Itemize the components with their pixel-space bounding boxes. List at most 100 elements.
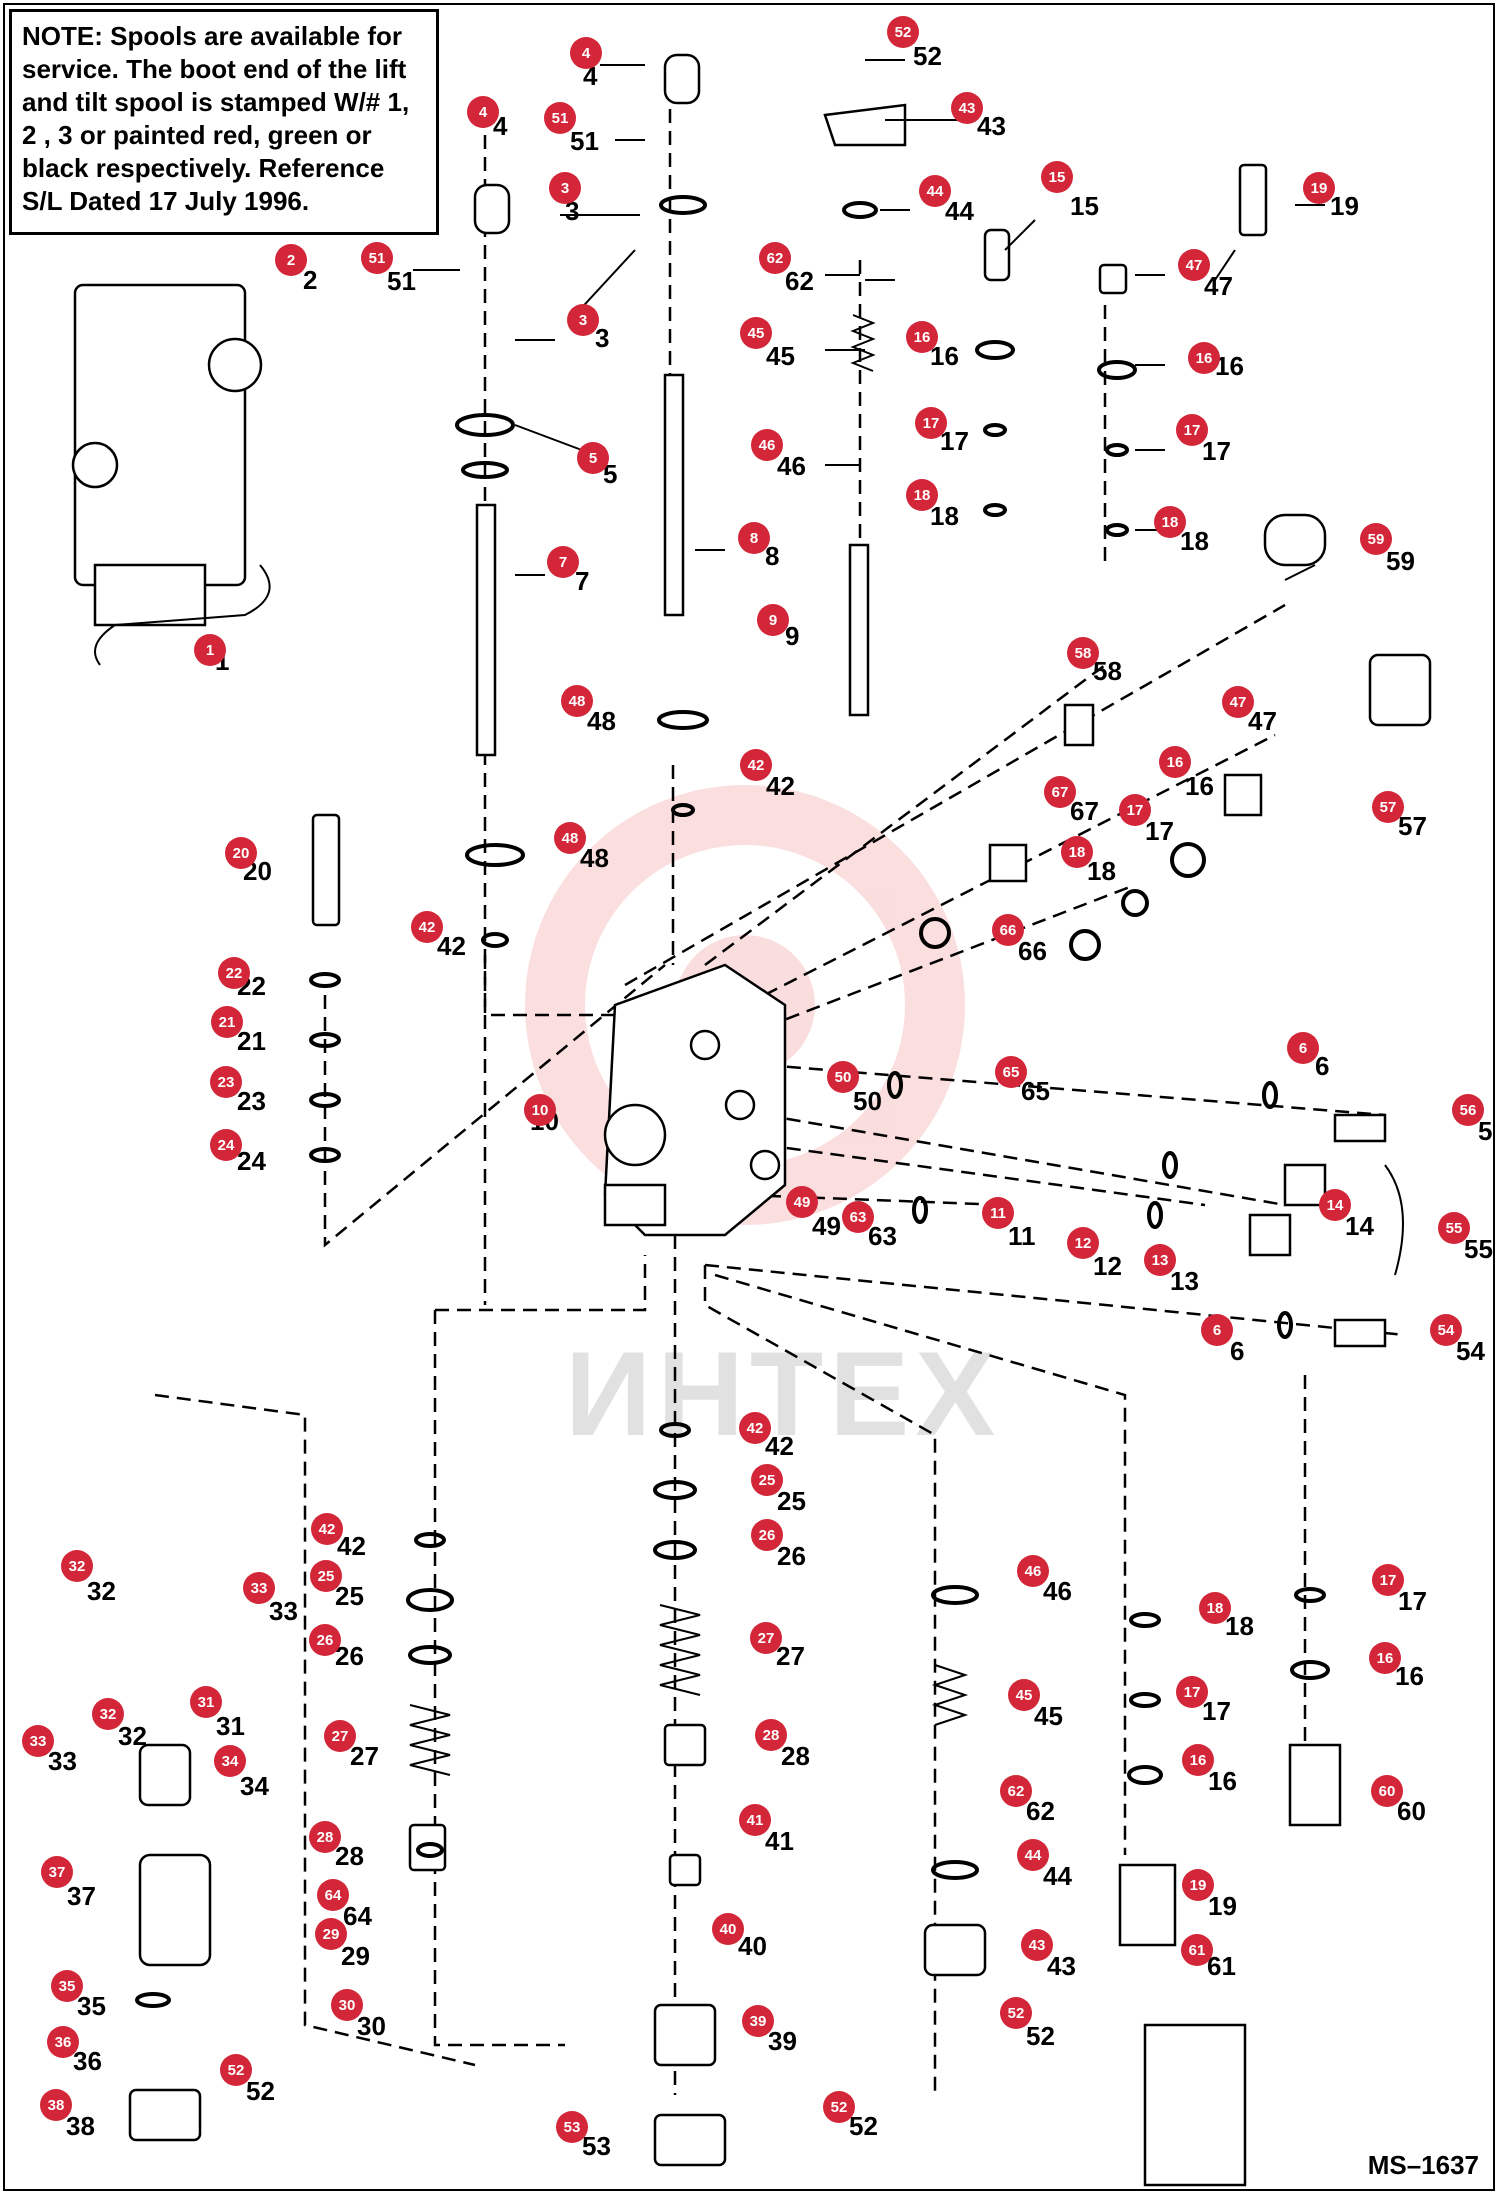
part-number-label: 48 <box>587 706 616 736</box>
callout-number: 27 <box>332 1728 349 1745</box>
watermark-text: ИНТЕХ <box>565 1327 1002 1461</box>
callout-circle <box>1371 1775 1403 1807</box>
part-number-label: 39 <box>768 2026 797 2056</box>
callout-badge: 30 <box>331 1989 363 2021</box>
callout-circle <box>751 1519 783 1551</box>
part-number-label: 32 <box>87 1576 116 1606</box>
callout-circle <box>1017 1555 1049 1587</box>
callout-number: 13 <box>1152 1252 1169 1269</box>
callout-badge: 14 <box>1319 1189 1351 1221</box>
callout-number: 7 <box>559 554 567 571</box>
callout-badge: 62 <box>1000 1775 1032 1807</box>
part-number-label: 47 <box>1248 706 1277 736</box>
callout-circle <box>190 1686 222 1718</box>
callout-number: 12 <box>1075 1235 1092 1252</box>
callout-number: 47 <box>1230 694 1247 711</box>
callout-circle <box>982 1197 1014 1229</box>
callout-number: 55 <box>1446 1220 1463 1237</box>
callout-badge: 41 <box>739 1804 771 1836</box>
callout-badge: 62 <box>759 242 791 274</box>
callout-badge: 9 <box>757 604 789 636</box>
callout-badge: 10 <box>524 1094 556 1126</box>
part-number-label: 15 <box>1070 191 1099 221</box>
callout-badge: 58 <box>1067 637 1099 669</box>
callout-circle <box>218 957 250 989</box>
callout-number: 6 <box>1299 1040 1307 1057</box>
callout-number: 35 <box>59 1978 76 1995</box>
callout-circle <box>757 604 789 636</box>
part-number-label: 12 <box>1093 1251 1122 1281</box>
part-number-label: 13 <box>1170 1266 1199 1296</box>
callout-circle <box>1000 1997 1032 2029</box>
callout-number: 3 <box>579 312 587 329</box>
callout-number: 66 <box>1000 922 1017 939</box>
part-number-label: 25 <box>335 1581 364 1611</box>
callout-badge: 16 <box>1182 1744 1214 1776</box>
callout-circle <box>556 2111 588 2143</box>
callout-badge: 17 <box>915 407 947 439</box>
callout-number: 34 <box>222 1753 239 1770</box>
callout-badge: 52 <box>1000 1997 1032 2029</box>
callout-badge: 52 <box>823 2091 855 2123</box>
part-number-label: 26 <box>777 1541 806 1571</box>
callout-circle <box>1176 1676 1208 1708</box>
exploded-view-diagram: 1233445667891011121314151616161616171717… <box>22 16 1495 2187</box>
part-number-label: 52 <box>849 2111 878 2141</box>
callout-badge: 33 <box>22 1725 54 1757</box>
callout-circle <box>1372 791 1404 823</box>
callout-number: 31 <box>198 1694 215 1711</box>
callout-number: 6 <box>1213 1322 1221 1339</box>
callout-circle <box>823 2091 855 2123</box>
callout-badge: 25 <box>310 1560 342 1592</box>
part-number-label: 35 <box>77 1991 106 2021</box>
callout-circle <box>275 244 307 276</box>
callout-badge: 17 <box>1119 794 1151 826</box>
callout-badge: 48 <box>554 822 586 854</box>
callout-circle <box>549 172 581 204</box>
callout-circle <box>750 1622 782 1654</box>
callout-badge: 50 <box>827 1061 859 1093</box>
callout-circle <box>786 1186 818 1218</box>
callout-badge: 45 <box>1008 1679 1040 1711</box>
callout-circle <box>225 837 257 869</box>
part-number-label: 56 <box>1478 1116 1495 1146</box>
callout-circle <box>561 685 593 717</box>
part-number-label: 46 <box>777 451 806 481</box>
callout-number: 42 <box>748 757 765 774</box>
callout-number: 63 <box>850 1209 867 1226</box>
callout-circle <box>309 1624 341 1656</box>
callout-badge: 42 <box>411 911 443 943</box>
service-note: NOTE: Spools are available for service. … <box>9 9 439 235</box>
callout-badge: 16 <box>1188 342 1220 374</box>
callout-circle <box>1000 1775 1032 1807</box>
callout-number: 42 <box>319 1521 336 1538</box>
callout-badge: 11 <box>982 1197 1014 1229</box>
part-number-label: 25 <box>777 1486 806 1516</box>
callout-number: 37 <box>49 1864 66 1881</box>
part-number-label: 45 <box>766 341 795 371</box>
note-label: NOTE: <box>22 21 103 51</box>
part-number-label: 23 <box>237 1086 266 1116</box>
callout-badge: 60 <box>1371 1775 1403 1807</box>
callout-badge: 1 <box>194 634 226 666</box>
part-number-label: 16 <box>1208 1766 1237 1796</box>
callout-number: 17 <box>1127 802 1144 819</box>
callout-badge: 3 <box>567 304 599 336</box>
callout-number: 40 <box>720 1921 737 1938</box>
callout-badge: 22 <box>218 957 250 989</box>
callout-circle <box>759 242 791 274</box>
callout-badge: 19 <box>1182 1869 1214 1901</box>
part-number-label: 5 <box>603 459 617 489</box>
callout-number: 45 <box>1016 1687 1033 1704</box>
callout-badge: 17 <box>1176 414 1208 446</box>
callout-number: 39 <box>750 2013 767 2030</box>
callout-number: 57 <box>1380 799 1397 816</box>
callout-number: 19 <box>1311 180 1328 197</box>
callout-circle <box>567 304 599 336</box>
callout-number: 25 <box>759 1472 776 1489</box>
callout-badge: 49 <box>786 1186 818 1218</box>
part-number-label: 55 <box>1464 1234 1493 1264</box>
part-number-label: 62 <box>1026 1796 1055 1826</box>
callout-circle <box>739 1804 771 1836</box>
